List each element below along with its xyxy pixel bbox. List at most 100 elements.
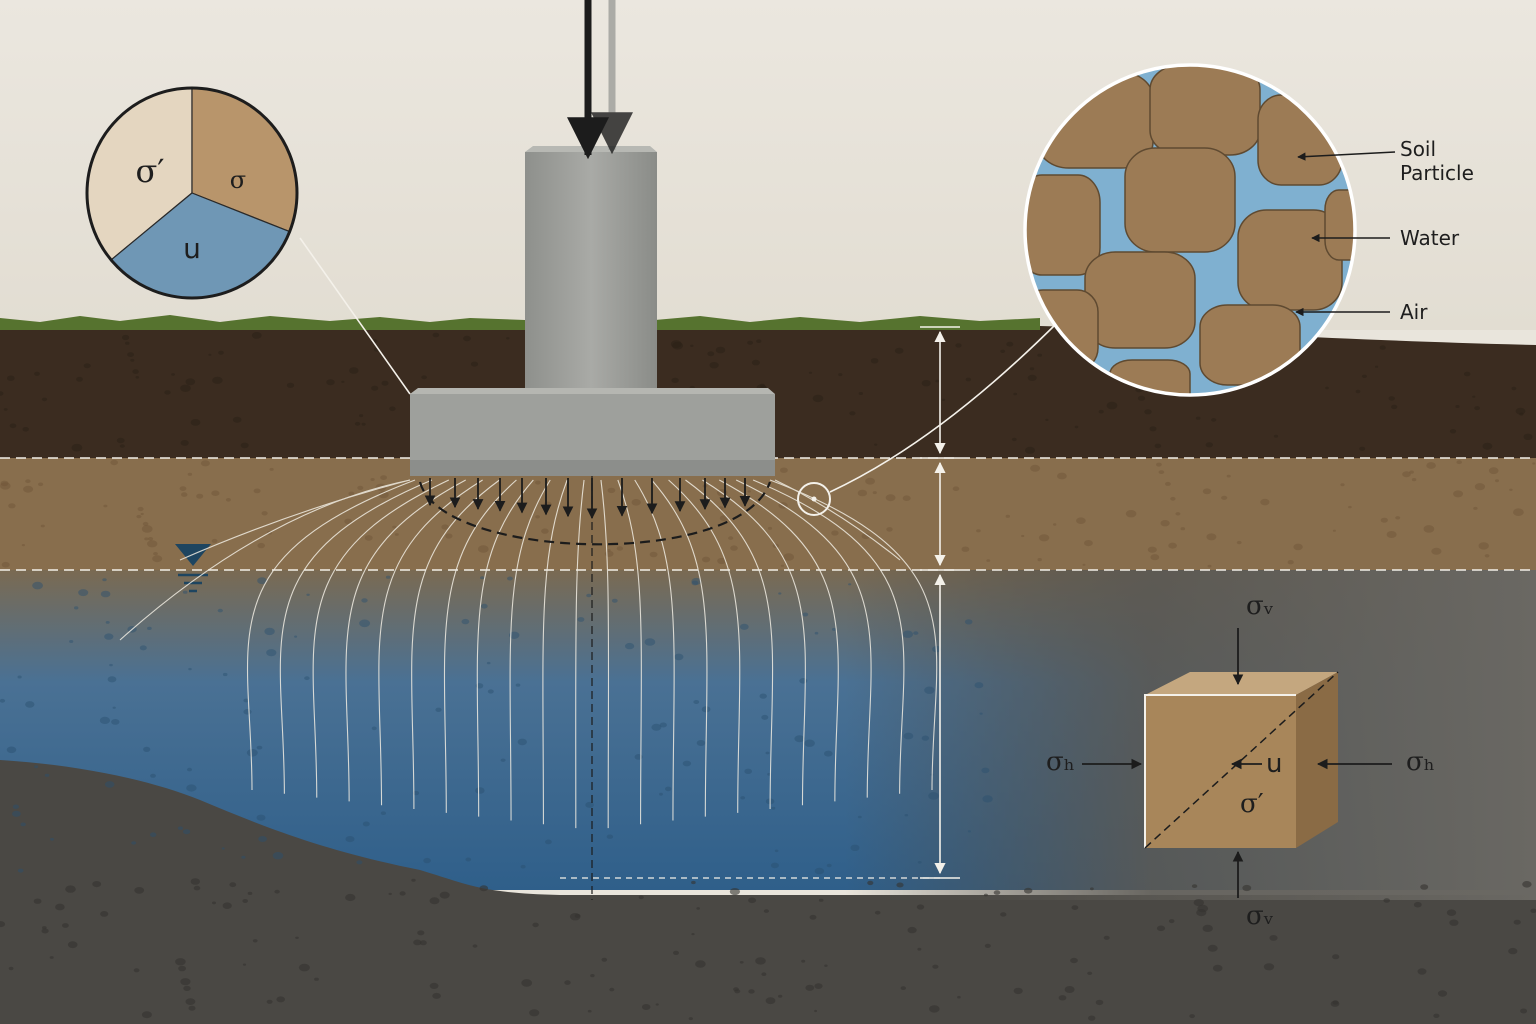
texture-grain xyxy=(256,745,263,750)
stress-line xyxy=(476,479,534,817)
texture-grain xyxy=(1273,434,1279,438)
texture-grain xyxy=(1519,412,1524,416)
texture-grain xyxy=(1082,563,1086,566)
texture-grain xyxy=(177,826,183,830)
texture-grain xyxy=(1071,905,1079,910)
texture-grain xyxy=(38,482,44,487)
texture-grain xyxy=(354,421,361,426)
texture-grain xyxy=(23,485,34,493)
texture-grain xyxy=(413,939,422,946)
texture-grain xyxy=(1383,898,1390,903)
particle-inset: Soil Particle Water Air xyxy=(1023,63,1474,397)
texture-grain xyxy=(385,575,391,579)
texture-grain xyxy=(739,623,749,630)
texture-grain xyxy=(500,758,506,762)
texture-grain xyxy=(801,959,806,963)
texture-grain xyxy=(187,767,192,772)
texture-grain xyxy=(1095,999,1104,1006)
texture-grain xyxy=(1000,349,1006,353)
texture-grain xyxy=(345,836,355,843)
texture-grain xyxy=(1423,525,1435,533)
texture-grain xyxy=(178,965,187,972)
texture-grain xyxy=(257,577,267,585)
texture-grain xyxy=(564,980,571,985)
texture-grain xyxy=(144,537,149,541)
texture-grain xyxy=(41,397,48,402)
stress-line-outer xyxy=(179,479,411,561)
texture-grain xyxy=(1426,462,1436,469)
texture-grain xyxy=(894,347,904,354)
texture-grain xyxy=(802,612,809,617)
texture-grain xyxy=(616,546,624,551)
texture-grain xyxy=(1196,909,1207,917)
texture-grain xyxy=(294,635,298,638)
texture-grain xyxy=(1158,470,1165,474)
pressure-bulb xyxy=(418,481,772,546)
texture-grain xyxy=(690,344,694,347)
texture-grain xyxy=(131,841,137,845)
texture-grain xyxy=(921,735,930,741)
soil-particle xyxy=(1025,174,1101,276)
texture-grain xyxy=(1263,963,1275,971)
texture-grain xyxy=(902,630,913,638)
texture-grain xyxy=(761,972,767,976)
stress-line xyxy=(443,479,517,813)
texture-grain xyxy=(345,893,356,902)
texture-grain xyxy=(986,559,991,562)
texture-grain xyxy=(1473,506,1478,510)
texture-grain xyxy=(1202,924,1213,933)
texture-grain xyxy=(1005,514,1010,518)
texture-grain xyxy=(107,676,117,683)
texture-grain xyxy=(751,359,760,366)
texture-grain xyxy=(185,998,196,1005)
texture-grain xyxy=(886,527,893,532)
texture-grain xyxy=(180,384,191,392)
texture-grain xyxy=(1205,442,1214,448)
texture-grain xyxy=(211,538,218,543)
texture-grain xyxy=(344,518,353,525)
texture-grain xyxy=(247,891,253,896)
texture-grain xyxy=(164,390,171,395)
texture-grain xyxy=(858,392,863,395)
texture-grain xyxy=(137,506,144,512)
footing-top xyxy=(410,388,775,394)
texture-grain xyxy=(180,440,189,446)
texture-grain xyxy=(463,335,471,342)
texture-grain xyxy=(105,621,110,624)
texture-grain xyxy=(804,739,815,747)
texture-grain xyxy=(242,963,247,966)
texture-grain xyxy=(1175,512,1181,516)
texture-grain xyxy=(1013,987,1023,995)
texture-grain xyxy=(1070,957,1078,964)
texture-grain xyxy=(1098,409,1104,414)
pie-label-pore-pressure: u xyxy=(183,232,201,265)
texture-grain xyxy=(590,974,595,978)
texture-grain xyxy=(389,406,396,412)
texture-grain xyxy=(470,361,479,367)
stress-distribution-lines xyxy=(119,479,938,829)
texture-grain xyxy=(1523,433,1533,440)
texture-grain xyxy=(1417,968,1427,975)
texture-grain xyxy=(295,936,299,939)
texture-grain xyxy=(748,989,755,994)
texture-grain xyxy=(25,701,35,708)
texture-grain xyxy=(794,735,805,743)
texture-grain xyxy=(112,706,116,709)
texture-grain xyxy=(261,511,268,516)
texture-grain xyxy=(917,861,922,864)
stress-line xyxy=(411,479,500,810)
texture-grain xyxy=(1207,564,1212,568)
texture-grain xyxy=(1293,543,1303,551)
texture-grain xyxy=(0,391,4,396)
texture-grain xyxy=(34,765,39,769)
texture-grain xyxy=(432,332,440,338)
texture-grain xyxy=(17,675,22,679)
texture-grain xyxy=(1087,971,1093,975)
texture-grain xyxy=(251,332,262,339)
texture-grain xyxy=(1212,964,1223,972)
texture-grain xyxy=(208,353,212,356)
texture-grain xyxy=(190,419,201,426)
texture-grain xyxy=(814,867,825,875)
texture-grain xyxy=(691,880,696,885)
texture-grain xyxy=(517,738,527,746)
